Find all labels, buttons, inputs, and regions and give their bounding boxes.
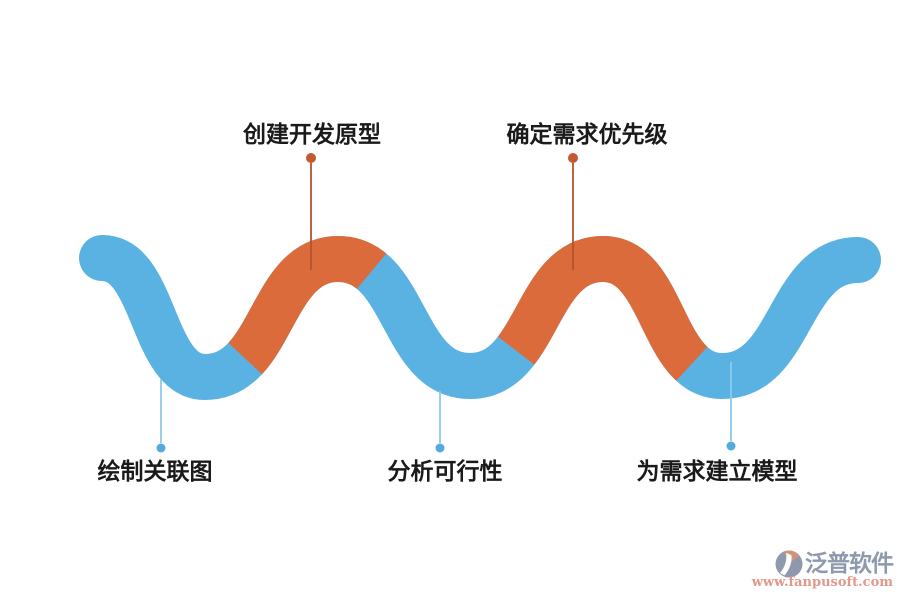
brand-logo-icon: [775, 550, 803, 578]
step-label-draw-association-diagram: 绘制关联图: [97, 459, 213, 485]
connector-dot-bottom-3: [726, 441, 736, 451]
step-label-analyze-feasibility: 分析可行性: [387, 459, 503, 485]
wave-endcap-right: [835, 237, 881, 283]
step-label-build-requirement-model: 为需求建立模型: [636, 459, 798, 485]
step-label-determine-requirement-priority: 确定需求优先级: [506, 122, 668, 148]
brand-name: 泛普软件: [805, 551, 894, 577]
wave-ribbon-blue: [98, 235, 861, 401]
wave-segment-orange-1: [227, 235, 387, 375]
step-label-create-development-prototype: 创建开发原型: [243, 122, 381, 148]
connector-dot-bottom-2: [435, 443, 445, 453]
connector-dot-bottom-1: [156, 443, 166, 453]
connector-dot-top-1: [306, 153, 316, 163]
connector-dot-top-2: [568, 153, 578, 163]
wave-endcap-left: [79, 235, 125, 281]
watermark-logo: 泛普软件 www.fanpusoft.com: [751, 550, 894, 590]
brand-url: www.fanpusoft.com: [751, 575, 893, 590]
wave-segment-orange-2: [497, 235, 709, 381]
